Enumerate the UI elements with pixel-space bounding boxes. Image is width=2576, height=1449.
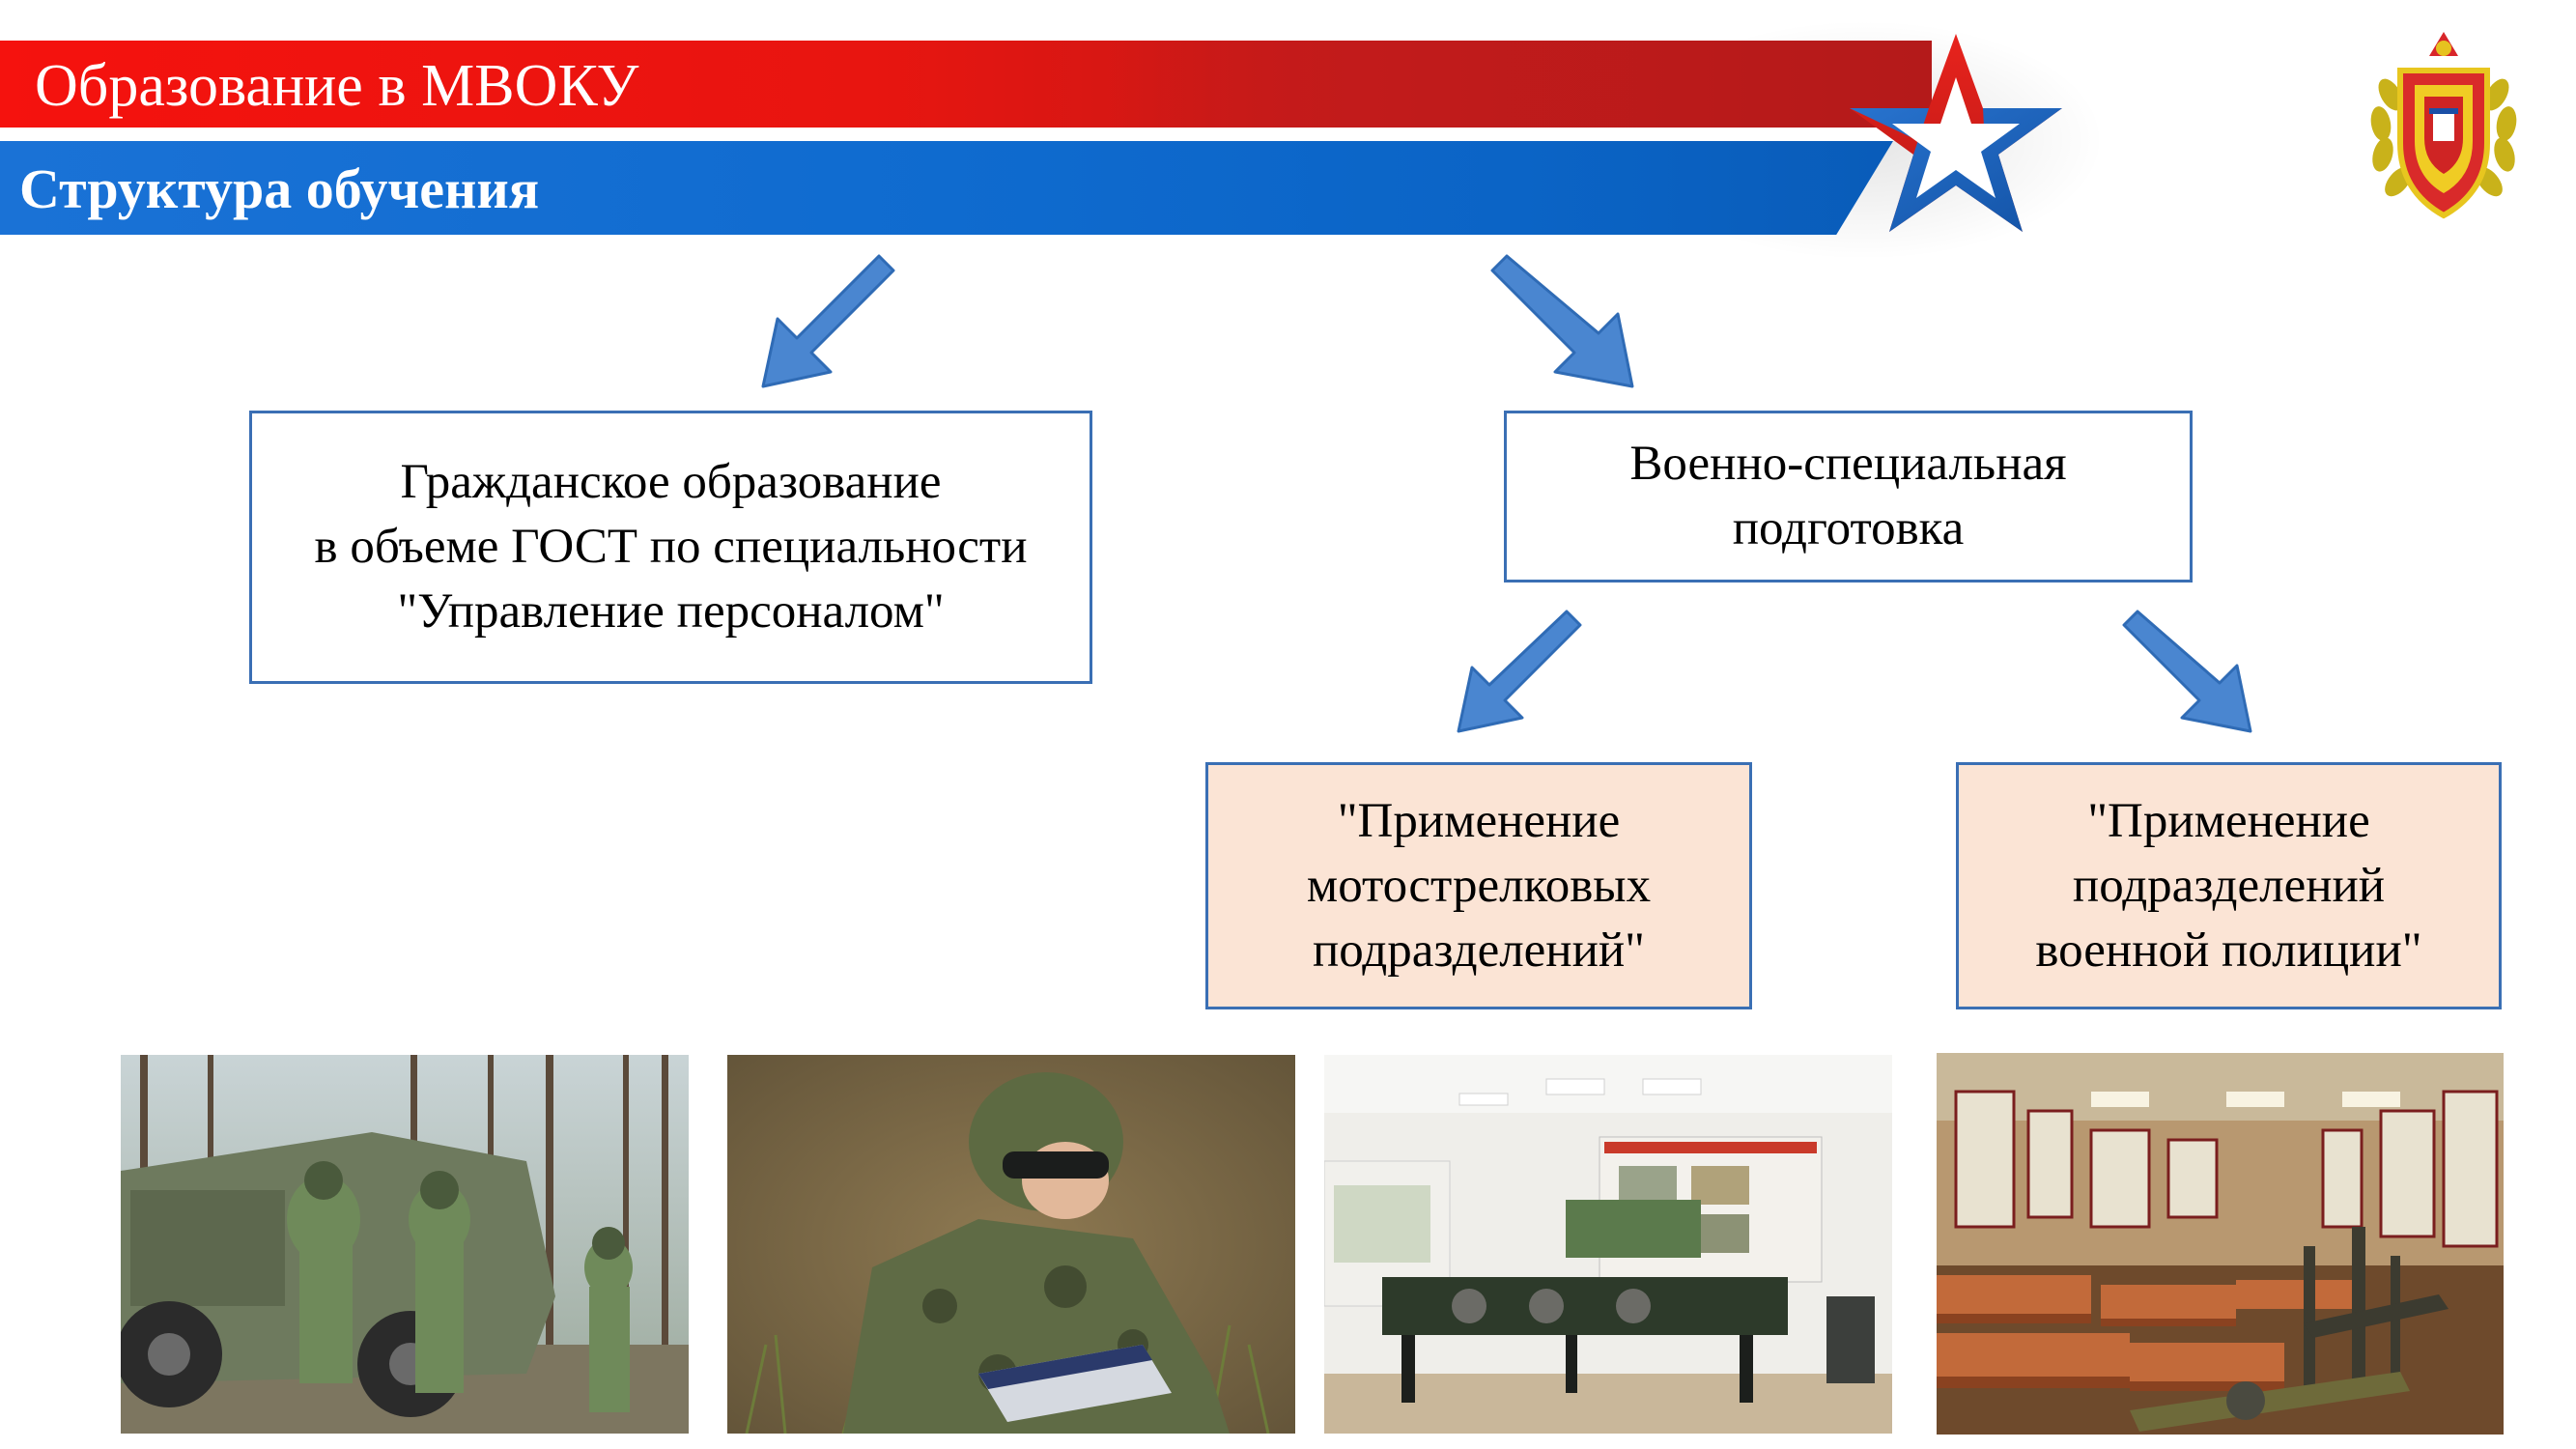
motor-line-3: подразделений": [1312, 923, 1645, 978]
civil-line-3: "Управление персоналом": [397, 584, 945, 639]
red-white-blue-star-icon: [1840, 29, 2072, 251]
motor-line-1: "Применение: [1337, 793, 1621, 848]
police-line-3: военной полиции": [2035, 923, 2422, 978]
soldiers-armored-vehicle-photo: [121, 1055, 689, 1434]
down-left-arrow-icon: [761, 254, 895, 388]
soldier-writing-notes-photo: [727, 1055, 1295, 1434]
page-title: Образование в МВОКУ: [35, 53, 639, 119]
motor-rifle-units-box: "Применение мотострелковых подразделений…: [1205, 762, 1752, 1009]
police-line-1: "Применение: [2087, 793, 2370, 848]
training-equipment-classroom-photo: [1324, 1055, 1892, 1434]
military-line-2: подготовка: [1732, 501, 1965, 555]
school-emblem-icon: [2362, 27, 2526, 235]
page-subtitle: Структура обучения: [19, 157, 540, 220]
header-blue-band: [0, 141, 1893, 235]
military-training-box: Военно-специальная подготовка: [1504, 411, 2193, 582]
down-left-arrow-icon: [1457, 610, 1582, 733]
military-police-classroom-photo: [1937, 1053, 2504, 1435]
motor-line-2: мотострелковых: [1306, 858, 1652, 913]
header-red-band-dark: [1111, 41, 1932, 128]
military-line-1: Военно-специальная: [1629, 437, 2067, 491]
civil-education-box: Гражданское образование в объеме ГОСТ по…: [249, 411, 1092, 684]
header-divider-line: [0, 128, 1922, 141]
down-right-arrow-icon: [2122, 610, 2252, 733]
police-line-2: подразделений: [2072, 858, 2386, 913]
military-police-units-box: "Применение подразделений военной полици…: [1956, 762, 2502, 1009]
down-right-arrow-icon: [1490, 254, 1634, 388]
civil-line-2: в объеме ГОСТ по специальности: [314, 520, 1028, 574]
civil-line-1: Гражданское образование: [400, 455, 942, 509]
